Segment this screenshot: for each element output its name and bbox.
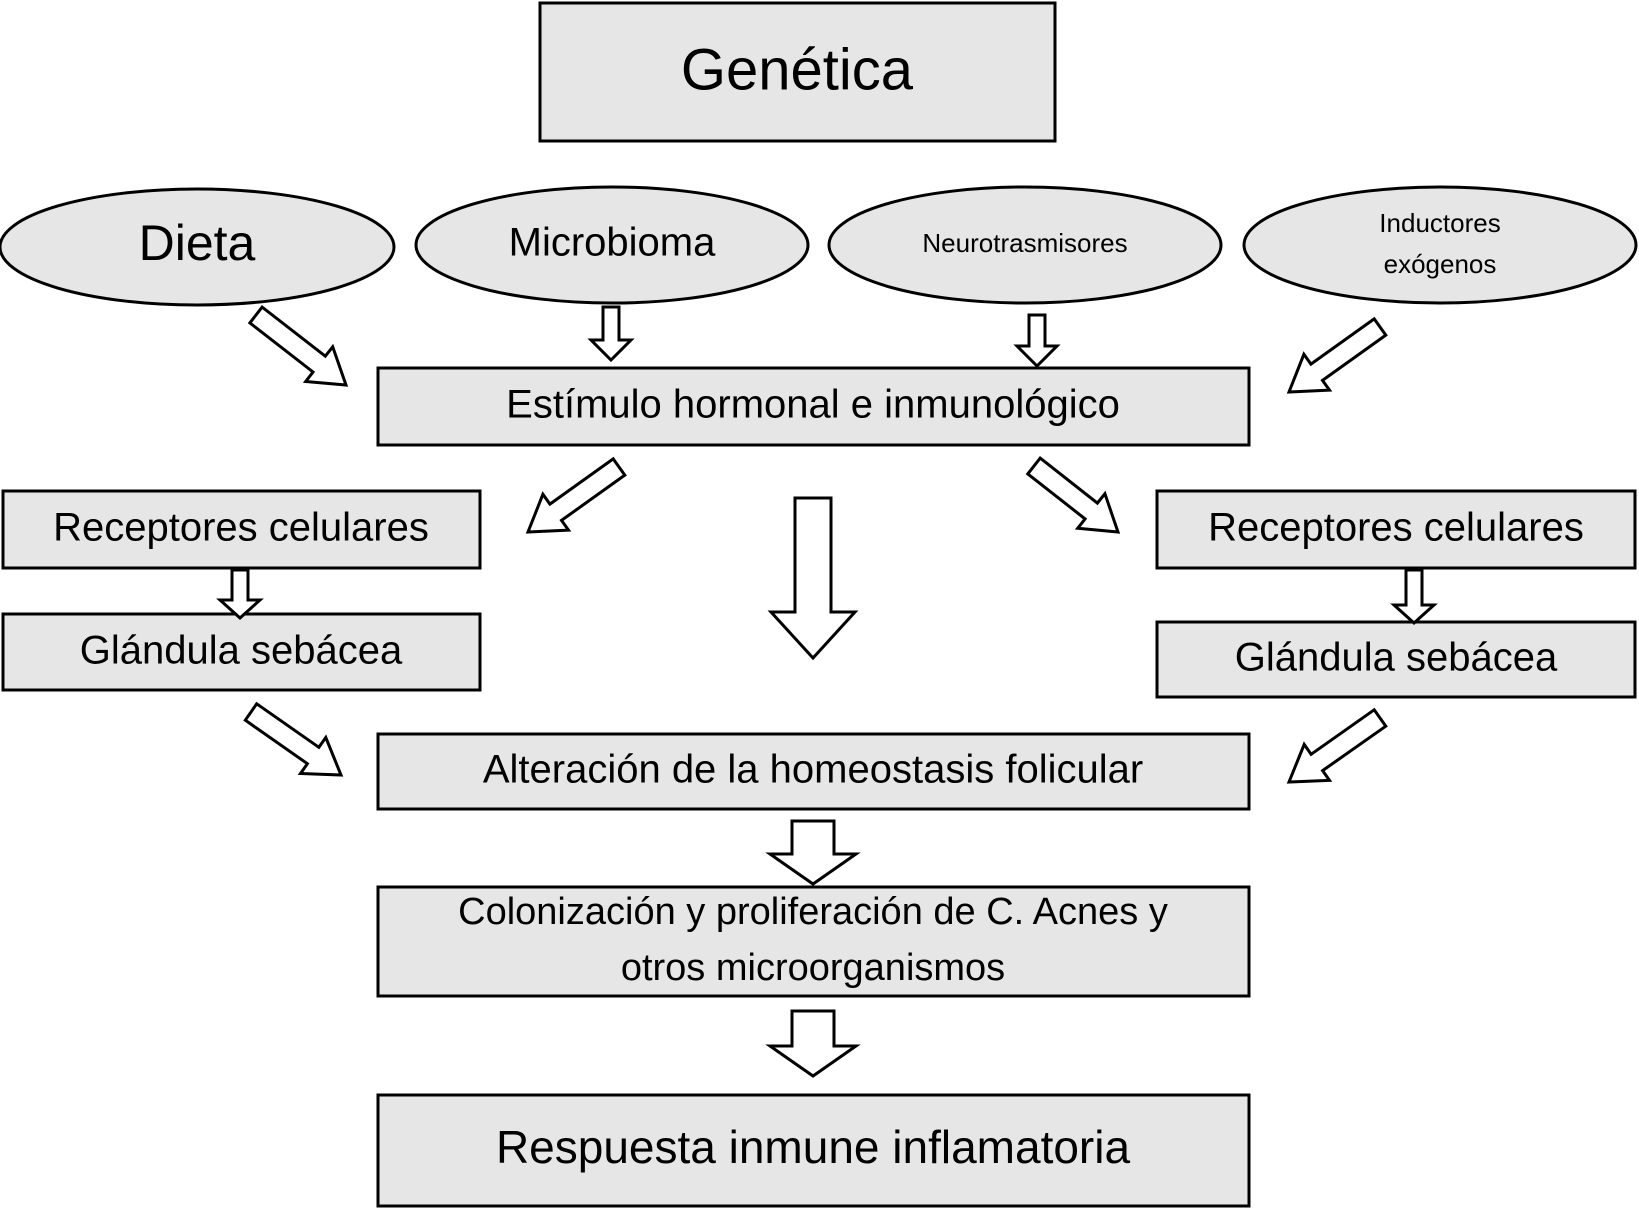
node-receptores-right-label: Receptores celulares <box>1208 506 1584 550</box>
arrow-neurotrasmisores-to-estimulo <box>1013 313 1061 369</box>
node-estimulo-label: Estímulo hormonal e inmunológico <box>506 383 1120 427</box>
arrow-dieta-to-estimulo <box>247 304 349 387</box>
node-inductores-label-line2: exógenos <box>1384 249 1497 279</box>
node-genetica: Genética <box>538 1 1057 143</box>
arrow-glandula-right-to-alteracion <box>1286 707 1388 784</box>
node-neurotrasmisores-label: Neurotrasmisores <box>922 228 1127 258</box>
node-receptores-right: Receptores celulares <box>1155 489 1637 570</box>
arrows-layer <box>216 304 1438 1078</box>
arrow-alteracion-to-colonizacion <box>765 819 861 886</box>
arrow-estimulo-to-receptores-left <box>525 456 627 534</box>
arrow-receptores-right-to-glandula-right <box>1390 568 1438 626</box>
node-respuesta-label: Respuesta inmune inflamatoria <box>496 1121 1131 1173</box>
arrow-inductores-to-estimulo <box>1286 316 1388 394</box>
node-glandula-right-label: Glándula sebácea <box>1235 636 1558 680</box>
arrow-estimulo-to-alteracion <box>767 496 859 661</box>
node-inductores-label-line1: Inductores <box>1379 208 1500 238</box>
arrow-microbioma-to-estimulo <box>587 305 635 363</box>
node-glandula-right: Glándula sebácea <box>1155 620 1637 699</box>
node-alteracion-label: Alteración de la homeostasis folicular <box>483 748 1143 792</box>
node-inductores: Inductores exógenos <box>1242 185 1638 305</box>
node-glandula-left: Glándula sebácea <box>1 612 482 692</box>
arrow-glandula-left-to-alteracion <box>243 701 344 777</box>
arrow-receptores-left-to-glandula-left <box>216 568 264 621</box>
node-microbioma-label: Microbioma <box>509 221 716 265</box>
node-receptores-left-label: Receptores celulares <box>53 506 429 550</box>
arrow-estimulo-to-receptores-right <box>1025 455 1121 534</box>
node-microbioma: Microbioma <box>414 185 810 305</box>
node-dieta-label: Dieta <box>139 215 256 271</box>
arrow-colonizacion-to-respuesta <box>765 1009 861 1078</box>
node-dieta: Dieta <box>0 187 396 307</box>
node-estimulo: Estímulo hormonal e inmunológico <box>376 366 1251 447</box>
node-colonizacion-label-line1: Colonización y proliferación de C. Acnes… <box>458 891 1168 933</box>
node-colonizacion-label-line2: otros microorganismos <box>621 947 1005 989</box>
node-receptores-left: Receptores celulares <box>1 489 482 570</box>
node-respuesta: Respuesta inmune inflamatoria <box>376 1093 1251 1208</box>
node-colonizacion: Colonización y proliferación de C. Acnes… <box>376 885 1251 998</box>
node-glandula-left-label: Glándula sebácea <box>80 629 403 673</box>
node-alteracion: Alteración de la homeostasis folicular <box>376 732 1251 811</box>
node-genetica-label: Genética <box>681 37 914 102</box>
node-neurotrasmisores: Neurotrasmisores <box>827 185 1223 305</box>
